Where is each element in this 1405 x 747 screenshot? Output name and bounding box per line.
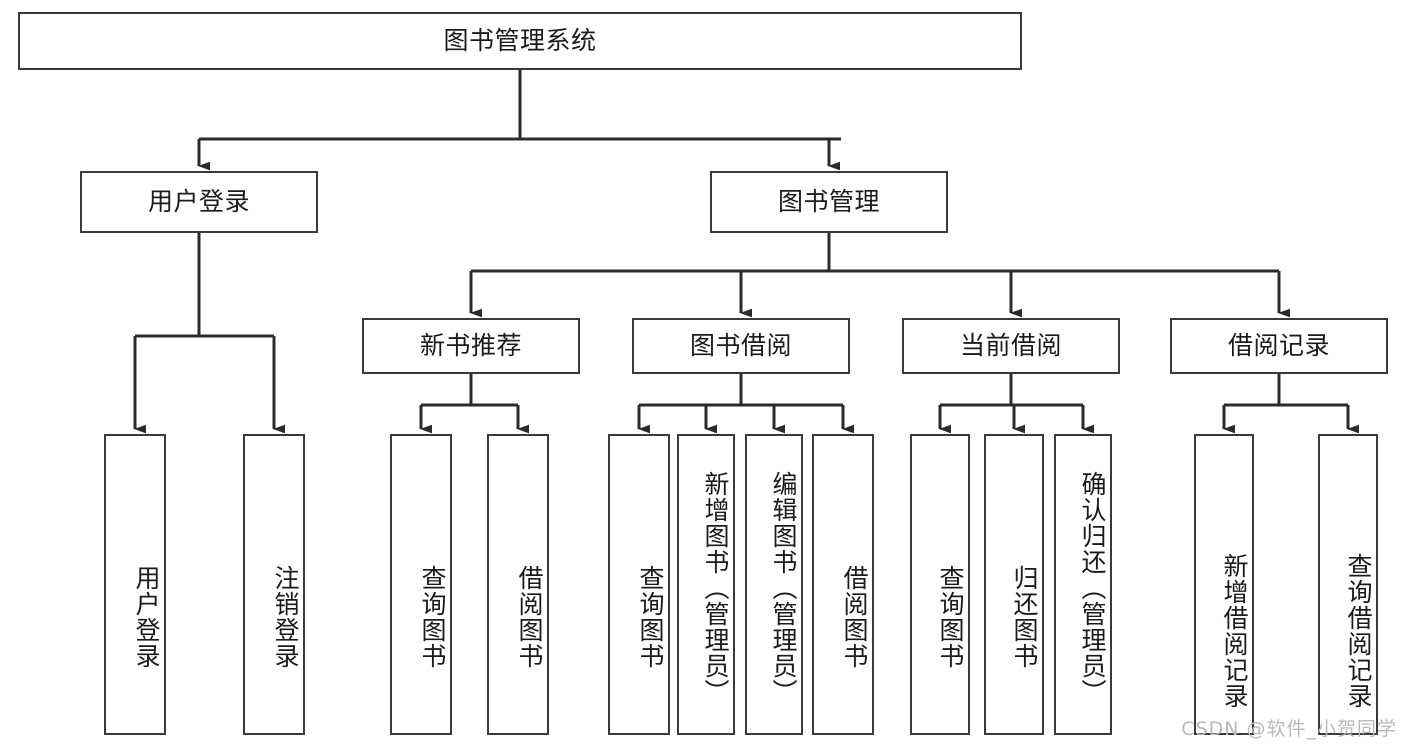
node-leaf-edit-book[interactable]: 编辑图书（管理员） [745,434,803,735]
node-new-book-rec[interactable]: 新书推荐 [362,318,580,374]
node-book-manage[interactable]: 图书管理 [710,171,948,233]
node-leaf-borrow-book-2[interactable]: 借阅图书 [812,434,874,735]
node-label: 当前借阅 [959,330,1062,360]
node-label: 借阅记录 [1227,330,1330,360]
node-label: 归还图书 [1010,564,1039,669]
node-label: 查询图书 [418,564,447,669]
node-label: 图书借阅 [689,330,792,360]
node-user-login[interactable]: 用户登录 [80,171,318,233]
node-leaf-user-login[interactable]: 用户登录 [104,434,166,735]
node-root-system[interactable]: 图书管理系统 [18,12,1022,70]
node-label: 确认归还（管理员） [1078,470,1107,705]
node-leaf-query-record[interactable]: 查询借阅记录 [1318,434,1378,735]
node-leaf-borrow-book-1[interactable]: 借阅图书 [487,434,549,735]
node-label: 借阅图书 [840,564,869,669]
node-leaf-return-book[interactable]: 归还图书 [984,434,1044,735]
node-leaf-query-book-3[interactable]: 查询图书 [910,434,970,735]
node-root-label: 图书管理系统 [443,25,597,55]
node-leaf-add-record[interactable]: 新增借阅记录 [1194,434,1254,735]
node-leaf-confirm-return[interactable]: 确认归还（管理员） [1054,434,1112,735]
node-leaf-logout[interactable]: 注销登录 [243,434,305,735]
node-label: 图书管理 [777,186,880,216]
node-label: 编辑图书（管理员） [769,470,798,705]
node-label: 借阅图书 [515,564,544,669]
node-label: 查询图书 [636,564,665,669]
node-book-borrow[interactable]: 图书借阅 [632,318,850,374]
node-leaf-query-book-1[interactable]: 查询图书 [390,434,452,735]
node-leaf-query-book-2[interactable]: 查询图书 [608,434,670,735]
node-label: 查询图书 [936,564,965,669]
node-label: 新增图书（管理员） [701,470,730,705]
node-leaf-add-book[interactable]: 新增图书（管理员） [677,434,735,735]
node-label: 新增借阅记录 [1220,552,1249,709]
node-label: 用户登录 [132,564,161,669]
node-borrow-record[interactable]: 借阅记录 [1170,318,1388,374]
node-label: 查询借阅记录 [1344,552,1373,709]
node-label: 新书推荐 [419,330,522,360]
node-current-borrow[interactable]: 当前借阅 [902,318,1120,374]
node-label: 用户登录 [147,186,250,216]
node-label: 注销登录 [271,564,300,669]
